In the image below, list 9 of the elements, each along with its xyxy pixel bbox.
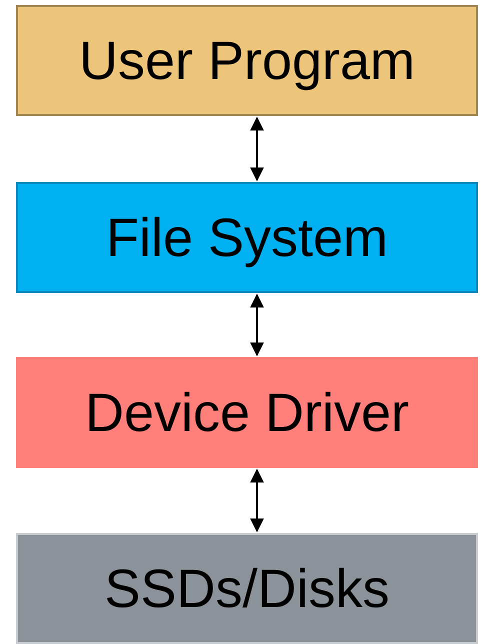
double-arrow [250, 468, 264, 532]
layer-label: Device Driver [84, 386, 410, 440]
double-arrow [250, 116, 264, 182]
layer-box [16, 357, 478, 468]
layer-label: SSDs/Disks [104, 562, 390, 616]
double-arrow [250, 294, 264, 356]
layer-box [16, 533, 478, 644]
layer-box [16, 182, 478, 293]
layer-box [16, 5, 478, 116]
